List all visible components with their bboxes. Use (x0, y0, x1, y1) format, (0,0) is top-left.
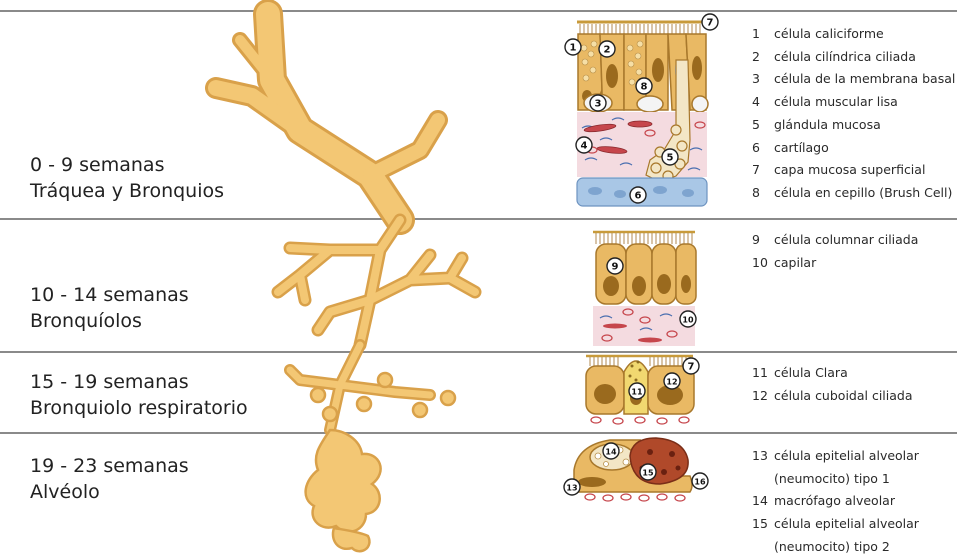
marker-6: 6 (630, 187, 646, 203)
marker-label: 15 (642, 469, 654, 478)
legend-text: célula muscular lisa (774, 91, 898, 114)
basal-cell (692, 96, 708, 112)
legend-item: 13célula epitelial alveolar (752, 445, 919, 468)
legend-text: célula columnar ciliada (774, 229, 918, 252)
legend-number: 11 (752, 362, 774, 385)
legend-item-continuation: (neumocito) tipo 1 (752, 468, 919, 491)
legend-text: célula epitelial alveolar (774, 445, 919, 468)
legend-text: glándula mucosa (774, 114, 881, 137)
legend-number: 10 (752, 252, 774, 275)
legend-text: célula de la membrana basal (774, 68, 955, 91)
legend-text: célula en cepillo (Brush Cell) (774, 182, 952, 205)
legend-text: capilar (774, 252, 816, 275)
marker-13: 13 (564, 479, 580, 495)
marker-16: 16 (692, 473, 708, 489)
marker-label: 12 (666, 378, 677, 387)
trachea-histology (577, 22, 708, 207)
marker-label: 5 (667, 153, 674, 164)
marker-10: 10 (680, 311, 696, 327)
smooth-muscle-cell (628, 121, 652, 127)
legend-number: 12 (752, 385, 774, 408)
marker-9: 9 (607, 258, 623, 274)
legend-number: 2 (752, 46, 774, 69)
legend-number: 15 (752, 513, 774, 536)
legend-item-continuation: (neumocito) tipo 2 (752, 536, 919, 559)
legend-number: 13 (752, 445, 774, 468)
marker-7: 7 (683, 358, 699, 374)
marker-7: 7 (702, 14, 718, 30)
legend-number: 4 (752, 91, 774, 114)
legend-number: 14 (752, 490, 774, 513)
marker-label: 9 (612, 262, 619, 273)
columnar-ciliated-cell (676, 244, 696, 304)
legend-text: célula cilíndrica ciliada (774, 46, 916, 69)
alveolus-histology (574, 438, 692, 501)
legend-item: 5glándula mucosa (752, 114, 955, 137)
legend-number: 3 (752, 68, 774, 91)
legend-number: 6 (752, 137, 774, 160)
marker-label: 14 (605, 448, 617, 457)
legend-text: célula epitelial alveolar (774, 513, 919, 536)
marker-8: 8 (636, 78, 652, 94)
legend-bronchioles: 9célula columnar ciliada10capilar (752, 229, 918, 274)
legend-alveolus: 13célula epitelial alveolar(neumocito) t… (752, 445, 919, 559)
legend-number: 8 (752, 182, 774, 205)
legend-text: cartílago (774, 137, 829, 160)
marker-5: 5 (662, 149, 678, 165)
marker-label: 2 (604, 45, 611, 56)
legend-text: capa mucosa superficial (774, 159, 925, 182)
marker-label: 10 (682, 316, 694, 325)
marker-3: 3 (590, 95, 606, 111)
legend-text: célula cuboidal ciliada (774, 385, 913, 408)
legend-item: 14macrófago alveolar (752, 490, 919, 513)
legend-text: célula caliciforme (774, 23, 884, 46)
basal-cell (637, 96, 663, 112)
marker-label: 7 (688, 362, 695, 373)
marker-label: 3 (595, 99, 602, 110)
marker-label: 16 (694, 478, 706, 487)
legend-text: célula Clara (774, 362, 848, 385)
marker-label: 13 (566, 484, 577, 493)
marker-label: 11 (631, 388, 643, 397)
legend-trachea: 1célula caliciforme2célula cilíndrica ci… (752, 23, 955, 205)
marker-4: 4 (576, 137, 592, 153)
legend-number: 7 (752, 159, 774, 182)
bronchiole-histology (593, 232, 696, 346)
marker-label: 7 (707, 18, 714, 29)
legend-number: 9 (752, 229, 774, 252)
marker-12: 12 (664, 373, 680, 389)
type2-pneumocyte (630, 438, 688, 484)
marker-2: 2 (599, 41, 615, 57)
legend-number: 5 (752, 114, 774, 137)
marker-15: 15 (640, 464, 656, 480)
legend-number: 1 (752, 23, 774, 46)
marker-label: 8 (641, 82, 648, 93)
marker-1: 1 (565, 39, 581, 55)
marker-14: 14 (603, 443, 619, 459)
marker-label: 1 (570, 43, 577, 54)
marker-11: 11 (629, 383, 645, 399)
marker-label: 6 (635, 191, 642, 202)
legend-text: macrófago alveolar (774, 490, 895, 513)
marker-label: 4 (581, 141, 588, 152)
legend-item: 7capa mucosa superficial (752, 159, 955, 182)
